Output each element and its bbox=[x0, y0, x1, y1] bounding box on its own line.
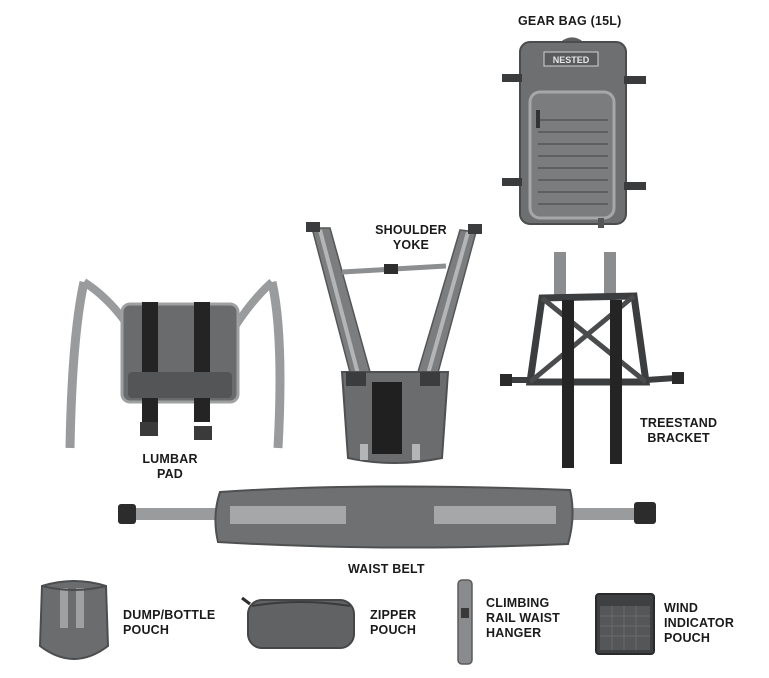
waist-belt-label: WAIST BELT bbox=[348, 562, 425, 576]
gear-bag-label: GEAR BAG (15L) bbox=[518, 14, 622, 28]
wind-indicator-pouch-label: WIND INDICATOR POUCH bbox=[664, 601, 735, 645]
svg-text:NESTED: NESTED bbox=[553, 55, 590, 65]
dump-bottle-pouch-label: DUMP/BOTTLE POUCH bbox=[123, 608, 216, 637]
dump-bottle-pouch-image bbox=[38, 580, 110, 660]
treestand-bracket-label: TREESTAND BRACKET bbox=[640, 416, 718, 445]
treestand-bracket-image bbox=[500, 252, 684, 468]
waist-belt-image bbox=[118, 485, 656, 549]
lumbar-pad-image bbox=[65, 278, 285, 449]
shoulder-yoke-label: SHOULDER YOKE bbox=[375, 223, 447, 252]
gear-bag-image: NESTED bbox=[502, 37, 646, 228]
zipper-pouch-image bbox=[241, 596, 355, 649]
shoulder-yoke-image bbox=[306, 222, 482, 464]
zipper-pouch-label: ZIPPER POUCH bbox=[370, 608, 417, 637]
wind-indicator-pouch-image bbox=[595, 593, 655, 655]
lumbar-pad-label: LUMBAR PAD bbox=[142, 452, 198, 481]
climbing-rail-waist-hanger-label: CLIMBING RAIL WAIST HANGER bbox=[486, 596, 560, 640]
climbing-rail-waist-hanger-image bbox=[457, 579, 473, 665]
